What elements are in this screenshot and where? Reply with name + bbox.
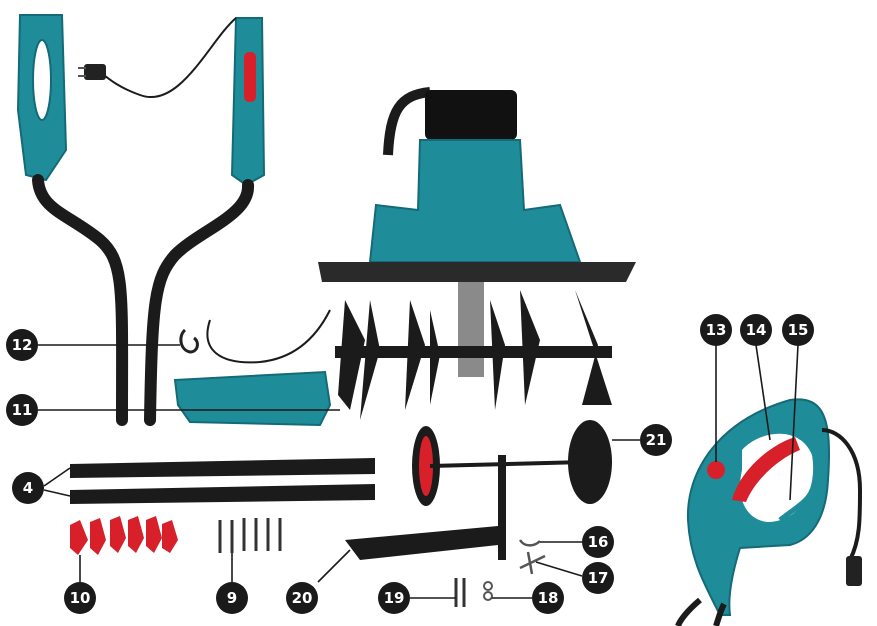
callout-13-label: 13 <box>706 321 727 339</box>
callout-20-label: 20 <box>292 589 313 607</box>
callout-21-label: 21 <box>646 431 667 449</box>
callout-18-label: 18 <box>538 589 559 607</box>
callout-10-label: 10 <box>70 589 91 607</box>
callout-21: 21 <box>640 424 672 456</box>
callout-17-label: 17 <box>588 569 609 587</box>
red-pins <box>70 516 178 555</box>
callout-16-label: 16 <box>588 533 609 551</box>
tube-parts <box>70 458 375 504</box>
callout-17: 17 <box>582 562 614 594</box>
handle-detail <box>678 399 862 626</box>
callout-9: 9 <box>216 582 248 614</box>
callout-12-label: 12 <box>12 336 33 354</box>
left-handle <box>18 15 122 420</box>
callout-11-label: 11 <box>12 401 33 419</box>
callout-13: 13 <box>700 314 732 346</box>
callout-15: 15 <box>782 314 814 346</box>
callout-12: 12 <box>6 329 38 361</box>
clip-part <box>181 330 198 352</box>
motor-unit <box>318 90 636 377</box>
callout-9-label: 9 <box>227 589 237 607</box>
callout-4-label: 4 <box>23 479 33 497</box>
callout-19: 19 <box>378 582 410 614</box>
lower-cover-part <box>175 372 330 425</box>
callout-20: 20 <box>286 582 318 614</box>
screws <box>220 518 280 553</box>
right-handle <box>150 18 264 420</box>
bracket-part <box>345 526 498 560</box>
callout-15-label: 15 <box>788 321 809 339</box>
callout-18: 18 <box>532 582 564 614</box>
callout-16: 16 <box>582 526 614 558</box>
callout-11: 11 <box>6 394 38 426</box>
callout-14-label: 14 <box>746 321 767 339</box>
callout-19-label: 19 <box>384 589 405 607</box>
callout-4: 4 <box>12 472 44 504</box>
callout-10: 10 <box>64 582 96 614</box>
callout-14: 14 <box>740 314 772 346</box>
